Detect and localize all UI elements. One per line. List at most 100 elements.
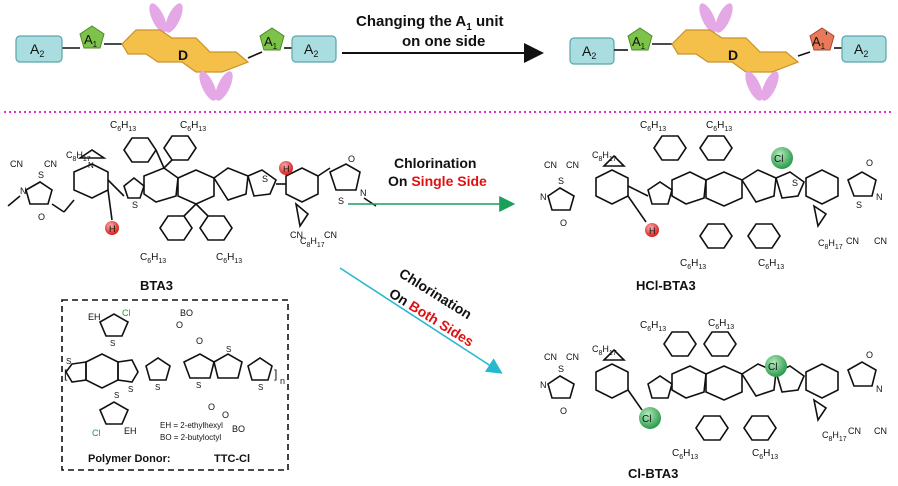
svg-text:O: O: [176, 320, 183, 330]
polymer-donor-box: EH Cl S S S [ Cl EH S S S S O BO O O O B…: [61, 299, 289, 471]
svg-text:CN: CN: [846, 236, 859, 246]
arrow-single-side: Chlorination On Single Side: [348, 155, 516, 212]
svg-text:O: O: [866, 350, 873, 360]
svg-text:O: O: [222, 410, 229, 420]
svg-text:C8H17: C8H17: [592, 150, 617, 163]
svg-text:CN: CN: [874, 426, 887, 436]
svg-text:CN: CN: [566, 352, 579, 362]
svg-text:BO: BO: [232, 424, 245, 434]
svg-text:C6H13: C6H13: [680, 258, 706, 271]
svg-text:C6H13: C6H13: [758, 258, 784, 271]
svg-text:O: O: [208, 402, 215, 412]
cl-highlight-right: [765, 355, 787, 377]
top-arrow-line2: on one side: [402, 33, 485, 50]
svg-text:S: S: [132, 200, 138, 210]
svg-text:S: S: [558, 176, 564, 186]
svg-text:O: O: [38, 212, 45, 222]
svg-text:S: S: [110, 339, 115, 348]
svg-text:Cl: Cl: [774, 154, 783, 165]
cl-highlight-left: [639, 407, 661, 429]
a1-pentagon-left-2: [259, 27, 285, 51]
a2-box-left-2: [291, 35, 337, 63]
petal: [745, 71, 763, 101]
petal: [149, 3, 167, 33]
donor-core-left: D: [121, 3, 250, 101]
a1-prime-pentagon: [809, 27, 835, 51]
svg-text:S: S: [856, 200, 862, 210]
svg-text:N: N: [540, 380, 547, 390]
svg-text:Cl: Cl: [92, 428, 101, 438]
svg-text:CN: CN: [290, 230, 303, 240]
svg-text:S: S: [792, 178, 798, 188]
a2-box-right-2: [841, 35, 887, 63]
svg-text:S: S: [226, 345, 231, 354]
svg-text:S: S: [155, 383, 160, 392]
svg-text:C8H17: C8H17: [822, 430, 847, 443]
svg-text:O: O: [560, 406, 567, 416]
svg-text:S: S: [66, 357, 71, 366]
legend-bo: BO = 2-butyloctyl: [160, 433, 221, 442]
svg-text:H: H: [283, 164, 290, 174]
h-highlight-right: [279, 161, 293, 175]
single-side-line2: On Single Side: [388, 173, 487, 189]
a1-prime-label: A1': [812, 29, 828, 51]
donor-core-right: D: [671, 3, 800, 101]
single-side-line1: Chlorination: [394, 155, 476, 171]
a2-box-left: [15, 35, 63, 63]
a1-label-right: A1: [632, 34, 646, 51]
arrow-both-sides: Chlorination On Both Sides: [339, 265, 503, 374]
svg-text:C8H17: C8H17: [66, 150, 91, 163]
a2-label-left-2: A2: [304, 41, 318, 59]
a1-label-left-2: A1: [264, 34, 278, 51]
svg-text:C8H17: C8H17: [300, 236, 325, 249]
svg-text:N: N: [88, 161, 94, 170]
svg-text:C6H13: C6H13: [640, 120, 666, 133]
molecule-bta3: S N CN CN O C8H17 N H S S C6H13 C6H13: [7, 120, 377, 293]
svg-text:S: S: [558, 364, 564, 374]
svg-text:BO: BO: [180, 308, 193, 318]
svg-text:C6H13: C6H13: [216, 252, 242, 265]
svg-text:S: S: [262, 174, 268, 184]
svg-text:H: H: [649, 226, 656, 236]
cl-highlight-hcl: [771, 147, 793, 169]
petal: [715, 3, 733, 33]
a1-pentagon-right: [627, 27, 653, 51]
svg-text:n: n: [280, 376, 285, 386]
svg-text:Cl: Cl: [642, 414, 651, 425]
svg-text:N: N: [876, 192, 883, 202]
left-schematic: A2 A1 D A1 A2: [15, 3, 337, 101]
svg-text:]: ]: [274, 367, 277, 381]
svg-text:S: S: [38, 170, 44, 180]
petal: [761, 71, 779, 101]
svg-text:N: N: [20, 186, 27, 196]
top-arrow: Changing the A1 unit on one side: [342, 13, 544, 63]
svg-text:O: O: [866, 158, 873, 168]
svg-text:C6H13: C6H13: [752, 448, 778, 461]
svg-text:CN: CN: [10, 159, 23, 169]
polymer-caption-label: Polymer Donor:: [88, 453, 171, 465]
right-schematic: A2 A1 D A1' A2: [569, 3, 887, 101]
svg-text:S: S: [114, 391, 119, 400]
svg-text:CN: CN: [544, 160, 557, 170]
svg-text:C6H13: C6H13: [672, 448, 698, 461]
svg-text:CN: CN: [44, 159, 57, 169]
svg-text:C8H17: C8H17: [818, 238, 843, 251]
h-highlight-left: [105, 221, 119, 235]
svg-text:C8H17: C8H17: [592, 344, 617, 357]
a2-label-right-2: A2: [854, 41, 868, 59]
h-highlight-hcl: [645, 223, 659, 237]
svg-text:H: H: [109, 224, 116, 234]
svg-text:EH: EH: [88, 312, 101, 322]
d-label-left: D: [178, 47, 188, 63]
molecule-hcl-bta3: S CN CN N O C8H17 H S C6H13 C6H13 C6H13 …: [540, 120, 887, 293]
a1-label-left: A1: [84, 32, 98, 49]
a2-label-right: A2: [582, 43, 596, 61]
svg-text:CN: CN: [566, 160, 579, 170]
svg-text:S: S: [258, 383, 263, 392]
svg-text:N: N: [360, 188, 367, 198]
petal: [165, 3, 183, 33]
svg-text:CN: CN: [848, 426, 861, 436]
svg-text:[: [: [64, 367, 68, 381]
svg-text:CN: CN: [324, 230, 337, 240]
